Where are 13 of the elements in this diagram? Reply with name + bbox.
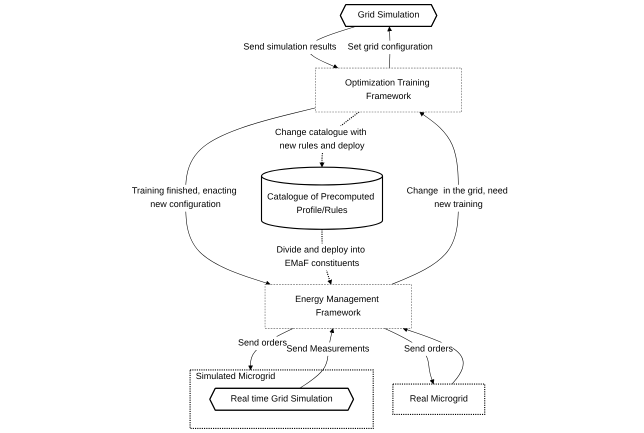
- node-box: Energy Management Framework: [264, 284, 412, 329]
- arrow: [185, 108, 316, 286]
- edge-label: Training finished, enacting new configuration: [132, 186, 237, 210]
- node-box: Optimization Training Framework: [315, 68, 462, 112]
- edge-label: Send orders: [238, 338, 288, 348]
- node-box: Real Microgrid: [392, 383, 486, 415]
- edge-label: Divide and deploy into EMaF constituents: [276, 245, 366, 268]
- edge-label: Change in the grid, need new training: [406, 186, 508, 210]
- edge-label: Send orders: [404, 344, 453, 354]
- edge-label: Change catalogue with new rules and deploy: [274, 128, 367, 151]
- edge-label: Send Measurements: [286, 344, 370, 354]
- edge-label: Set grid configuration: [348, 42, 433, 52]
- edge-label: Send simulation results: [243, 42, 336, 52]
